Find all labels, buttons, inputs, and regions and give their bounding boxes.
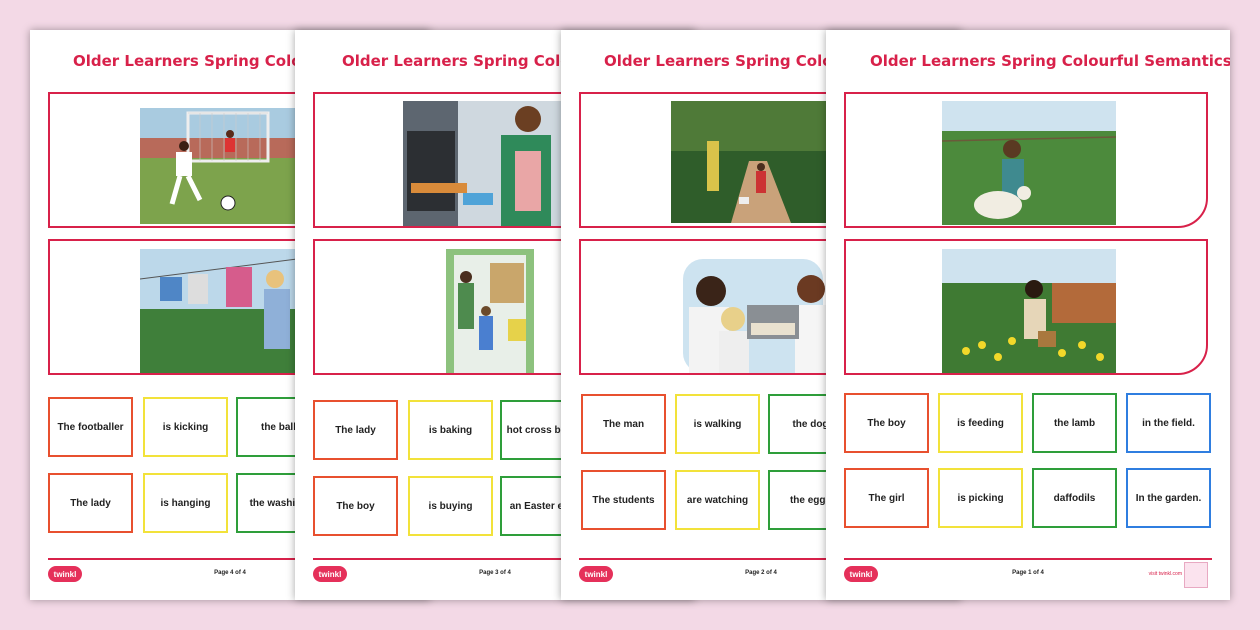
picture-panel [844,239,1208,375]
quality-badge-icon [1184,562,1208,588]
lamb-feeding-illustration [942,101,1116,225]
picture-panel [844,92,1208,228]
picture-panel [48,92,412,228]
daffodil-garden-illustration [942,249,1116,373]
page-footer: twinkl Page 3 of 4 [313,558,677,590]
washing-line-illustration [140,249,297,373]
baking-scene-illustration [403,101,563,226]
what-card[interactable]: the lamb [1032,393,1117,453]
doing-card[interactable]: is hanging [143,473,228,533]
website-url[interactable]: visit twinkl.com [1148,571,1182,577]
who-card[interactable]: The lady [48,473,133,533]
who-card[interactable]: The students [581,470,666,530]
worksheet-page-2: Older Learners Spring Colourful Semantic… [561,30,961,600]
page-footer: twinkl Page 4 of 4 [48,558,412,590]
who-card[interactable]: The lady [313,400,398,460]
who-card[interactable]: The footballer [48,397,133,457]
twinkl-logo: twinkl [579,566,613,582]
worksheet-page-1: Older Learners Spring Colourful Semantic… [826,30,1230,600]
dog-walk-illustration [671,101,831,223]
doing-card[interactable]: are watching [675,470,760,530]
doing-card[interactable]: is kicking [143,397,228,457]
twinkl-logo: twinkl [844,566,878,582]
doing-card[interactable]: is walking [675,394,760,454]
who-card[interactable]: The boy [313,476,398,536]
where-card[interactable]: In the garden. [1126,468,1211,528]
worksheet-title: Older Learners Spring Colourful Semantic… [870,52,1230,70]
shop-scene-illustration [446,249,534,373]
who-card[interactable]: The boy [844,393,929,453]
doing-card[interactable]: is feeding [938,393,1023,453]
page-footer: twinkl Page 2 of 4 [579,558,943,590]
doing-card[interactable]: is picking [938,468,1023,528]
who-card[interactable]: The man [581,394,666,454]
incubator-illustration [671,249,831,373]
doing-card[interactable]: is buying [408,476,493,536]
page-number: Page 2 of 4 [745,570,777,576]
page-number: Page 3 of 4 [479,570,511,576]
page-footer: twinkl Page 1 of 4 visit twinkl.com [844,558,1212,590]
page-number: Page 4 of 4 [214,570,246,576]
doing-card[interactable]: is baking [408,400,493,460]
football-scene-illustration [140,108,297,224]
twinkl-logo: twinkl [48,566,82,582]
who-card[interactable]: The girl [844,468,929,528]
where-card[interactable]: in the field. [1126,393,1211,453]
page-number: Page 1 of 4 [1012,570,1044,576]
twinkl-logo: twinkl [313,566,347,582]
what-card[interactable]: daffodils [1032,468,1117,528]
